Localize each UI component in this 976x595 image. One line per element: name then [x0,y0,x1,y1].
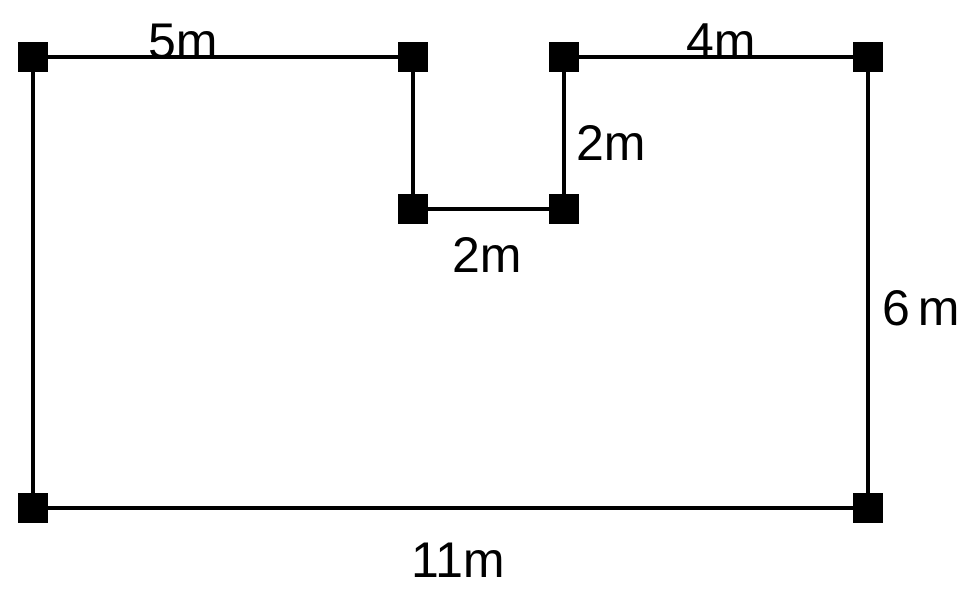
label-top-left-edge: 5m [148,13,217,69]
corner-marker-top-right [853,42,883,72]
corner-marker-notch-bottom-left [398,194,428,224]
corner-marker-bottom-right [853,493,883,523]
label-notch-side: 2m [576,115,645,171]
label-notch-bottom: 2m [452,227,521,283]
corner-marker-bottom-left [18,493,48,523]
label-bottom-edge: 11m [411,532,505,588]
corner-marker-top-left [18,42,48,72]
label-right-side: 6m [882,280,967,336]
outline [31,55,870,510]
corner-marker-notch-top-right [549,42,579,72]
dimension-labels: 5m 4m 2m 2m 6m 11m [148,13,967,588]
label-top-right-edge: 4m [686,13,755,69]
corner-marker-notch-bottom-right [549,194,579,224]
corner-markers [18,42,883,523]
corner-marker-notch-top-left [398,42,428,72]
